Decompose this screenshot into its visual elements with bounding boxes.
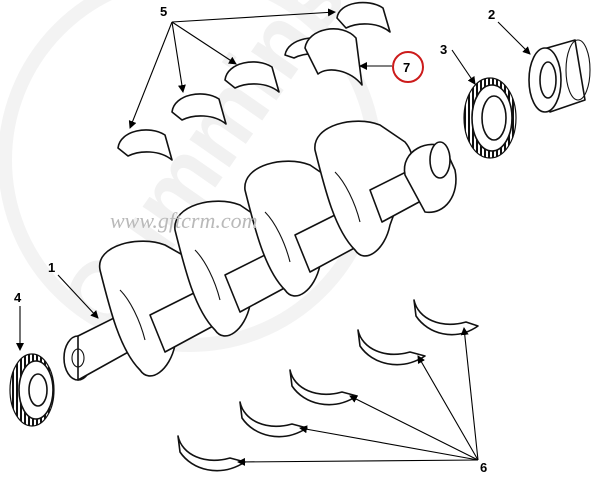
upper-bearing-shell-1: [117, 129, 173, 161]
crank-detail-line-3: [264, 211, 291, 263]
leader-6-e: [460, 327, 479, 461]
callout-3: 3: [440, 42, 447, 57]
callout-7: 7: [403, 60, 410, 75]
upper-bearing-shell-3: [224, 61, 280, 93]
leader-5-d: [171, 8, 336, 23]
front-gear-hub: [28, 373, 48, 407]
crank-detail-line-4: [334, 171, 361, 223]
rear-gear-hub: [481, 95, 507, 141]
callout-labels: 5 2 3 1 4 6 7: [14, 4, 495, 475]
leader-5-b: [171, 21, 186, 93]
leader-6-b: [299, 425, 479, 461]
leader-6-d: [417, 355, 479, 461]
crank-detail-line-2: [194, 249, 221, 301]
thrust-bearing-rear: [304, 28, 363, 86]
upper-bearing-shell-5: [336, 1, 391, 33]
callout-6: 6: [480, 460, 487, 475]
leader-6-c: [349, 395, 479, 461]
callout-4: 4: [14, 290, 22, 305]
lower-bearing-shell-3: [289, 369, 358, 406]
front-gear: [9, 353, 55, 427]
crank-nose-bore: [71, 348, 85, 368]
upper-bearing-shells: [117, 1, 391, 161]
lower-bearing-shell-4: [357, 329, 426, 366]
rear-seal-bore: [539, 61, 557, 99]
lower-bearing-shell-1: [177, 435, 246, 472]
lower-bearing-shells: [177, 299, 479, 472]
leader-5-c: [171, 21, 237, 65]
callout-2: 2: [488, 7, 495, 22]
crank-rear-end: [429, 141, 451, 179]
rear-gear: [463, 77, 517, 159]
crankshaft: [63, 120, 457, 381]
callout-1: 1: [48, 260, 55, 275]
upper-bearing-shell-2: [171, 93, 227, 125]
rear-seal-back: [565, 39, 591, 101]
leader-1: [57, 274, 99, 319]
lower-bearing-shell-2: [239, 401, 308, 438]
leader-3: [451, 49, 476, 85]
watermark-url: www.gftcrm.com: [110, 208, 257, 233]
rear-seal: [528, 39, 591, 113]
lower-bearing-shell-5: [413, 299, 479, 336]
crank-detail-line-1: [119, 289, 146, 341]
leader-5-a: [128, 21, 173, 129]
leader-2: [497, 21, 531, 55]
leader-lines: [16, 8, 531, 466]
callout-7-highlight-circle: [392, 51, 424, 83]
crank-throw-4: [314, 120, 414, 257]
callout-5: 5: [160, 4, 167, 19]
leader-6-a: [237, 457, 479, 466]
